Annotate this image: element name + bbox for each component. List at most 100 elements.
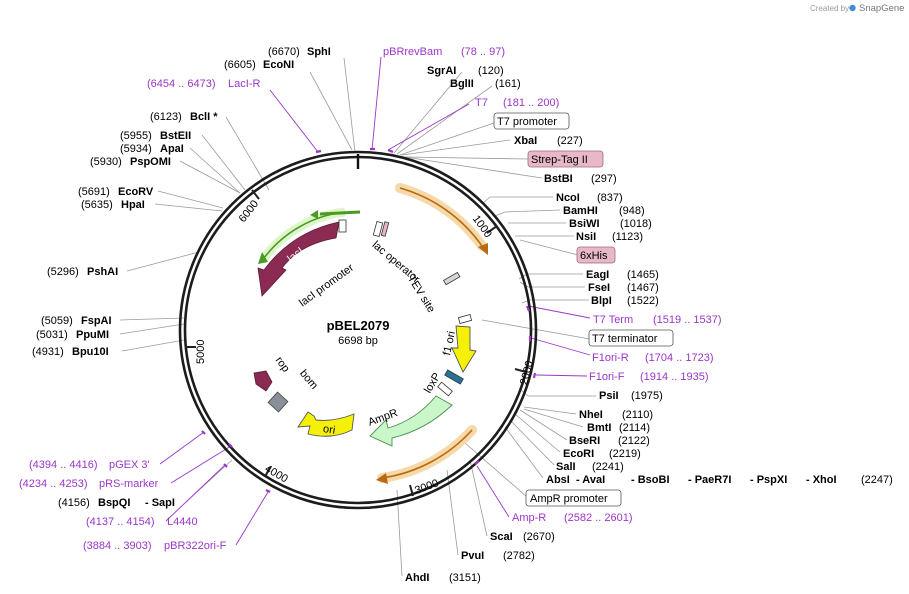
loxP-label: loxP (422, 371, 443, 396)
enzyme-name: XbaI (514, 135, 537, 147)
primer-name: T7 (475, 97, 488, 109)
primer-range: (4234 .. 4253) (19, 478, 88, 490)
enzyme-name: FseI (588, 282, 610, 294)
his-tag-label: 6xHis (580, 250, 608, 262)
strep-tag-box (527, 150, 604, 168)
enzyme-pos: (2114) (619, 422, 650, 434)
enzyme-pos: (5934) (120, 143, 152, 155)
primer-range: (6454 .. 6473) (147, 78, 216, 90)
enzyme-name: BamHI (563, 205, 598, 217)
enzyme-pos: (161) (495, 78, 521, 90)
t7-promoter-label: T7 promoter (497, 116, 557, 128)
enzyme-name: PshAI (87, 266, 118, 278)
enzyme-pos: (297) (591, 173, 617, 185)
enzyme-name: - AvaI (576, 474, 605, 486)
enzyme-name: AbsI (546, 474, 570, 486)
enzyme-pos: (3151) (449, 572, 481, 584)
primer-leader-lines (159, 56, 591, 546)
bom-block (267, 391, 289, 413)
enzyme-name: SgrAI (427, 65, 456, 77)
credit-prefix: Created by (810, 4, 849, 13)
credit-brand: SnapGene (859, 3, 904, 14)
plasmid-name: pBEL2079 (327, 318, 390, 333)
enzyme-pos: (2219) (609, 448, 641, 460)
his-tag-block (457, 314, 473, 324)
tev-site-block (443, 271, 461, 286)
enzyme-name: Bpu10I (72, 346, 109, 358)
enzyme-name: NcoI (556, 192, 580, 204)
enzyme-name: EcoRI (563, 448, 594, 460)
enzyme-name: BmtI (587, 422, 611, 434)
his-tag-box (576, 246, 616, 264)
enzyme-pos: (5955) (120, 130, 152, 142)
AmpR-arrow (369, 395, 453, 447)
enzyme-pos: (5296) (47, 266, 79, 278)
enzyme-pos: (4931) (32, 346, 64, 358)
enzyme-pos: (2122) (618, 435, 650, 447)
ori-label: ori (322, 423, 336, 437)
primer-range: (1914 .. 1935) (640, 371, 709, 383)
enzyme-pos: (227) (557, 135, 583, 147)
primer-sites (201, 147, 537, 493)
enzyme-name: AhdI (405, 572, 429, 584)
enzyme-pos: (2670) (523, 531, 555, 543)
enzyme-name: ScaI (490, 531, 513, 543)
enzyme-name: BsiWI (569, 218, 600, 230)
enzyme-pos: (2241) (592, 461, 624, 473)
snapgene-logo-icon (849, 4, 856, 12)
primer-name: pRS-marker (99, 478, 159, 490)
rop-label: rop (273, 355, 292, 375)
enzyme-pos: (5059) (41, 315, 73, 327)
enzyme-name: FspAI (81, 315, 112, 327)
enzyme-pos: (5691) (78, 186, 110, 198)
enzyme-name: SalI (556, 461, 576, 473)
primer-name: LacI-R (228, 78, 260, 90)
label-leader-lines (119, 57, 596, 577)
primer-name: pGEX 3' (109, 459, 150, 471)
enzyme-pos: (120) (478, 65, 504, 77)
primer-name: F1ori-R (592, 352, 629, 364)
tick-marks (185, 189, 527, 497)
primer-range: (1519 .. 1537) (653, 314, 722, 326)
enzyme-pos: (6670) (268, 46, 300, 58)
primer-range: (1704 .. 1723) (645, 352, 714, 364)
ampr-promoter-label: AmpR promoter (530, 493, 608, 505)
enzyme-pos: (6123) (150, 111, 182, 123)
lac-operator-block (372, 220, 384, 238)
enzyme-pos: (2247) (861, 474, 893, 486)
primer-range: (4137 .. 4154) (86, 516, 155, 528)
enzyme-pos: (4156) (58, 497, 90, 509)
enzyme-pos: (837) (597, 192, 623, 204)
enzyme-name: NsiI (576, 231, 596, 243)
enzyme-name: BstEII (160, 130, 191, 142)
enzyme-pos: (1465) (627, 269, 659, 281)
primer-name: L4440 (167, 516, 198, 528)
primer-name: T7 Term (593, 314, 633, 326)
enzyme-name: - PaeR7I (688, 474, 731, 486)
enzyme-name: PvuI (461, 550, 484, 562)
strep-tag-block (380, 221, 390, 237)
enzyme-pos: (1123) (612, 231, 643, 243)
lacI-small-arrow (319, 210, 361, 216)
primer-name: pBR322ori-F (164, 540, 227, 552)
ampr-promoter-box (525, 489, 622, 507)
enzyme-name: BclI * (190, 111, 218, 123)
enzyme-name: BspQI (98, 497, 130, 509)
enzyme-name: NheI (579, 409, 603, 421)
enzyme-name: - SapI (145, 497, 175, 509)
primer-labels: pBRrevBam (78 .. 97) T7 (181 .. 200) T7 … (19, 46, 722, 552)
orange-feature-top-arrowhead (478, 243, 488, 255)
lacI-gene-arrow (257, 221, 340, 297)
t7-promoter-box (493, 112, 570, 130)
primer-range: (3884 .. 3903) (83, 540, 152, 552)
orange-feature-bottom-arrowhead (376, 473, 388, 484)
t7-terminator-label: T7 terminator (592, 333, 658, 345)
enzyme-name: BlpI (591, 295, 612, 307)
enzyme-pos: (948) (619, 205, 645, 217)
bom-label: bom (297, 368, 320, 392)
lacI-small-arrowhead (310, 210, 318, 219)
enzyme-pos: (2110) (622, 409, 653, 421)
enzyme-name: EagI (586, 269, 609, 281)
enzyme-pos: (1522) (627, 295, 659, 307)
